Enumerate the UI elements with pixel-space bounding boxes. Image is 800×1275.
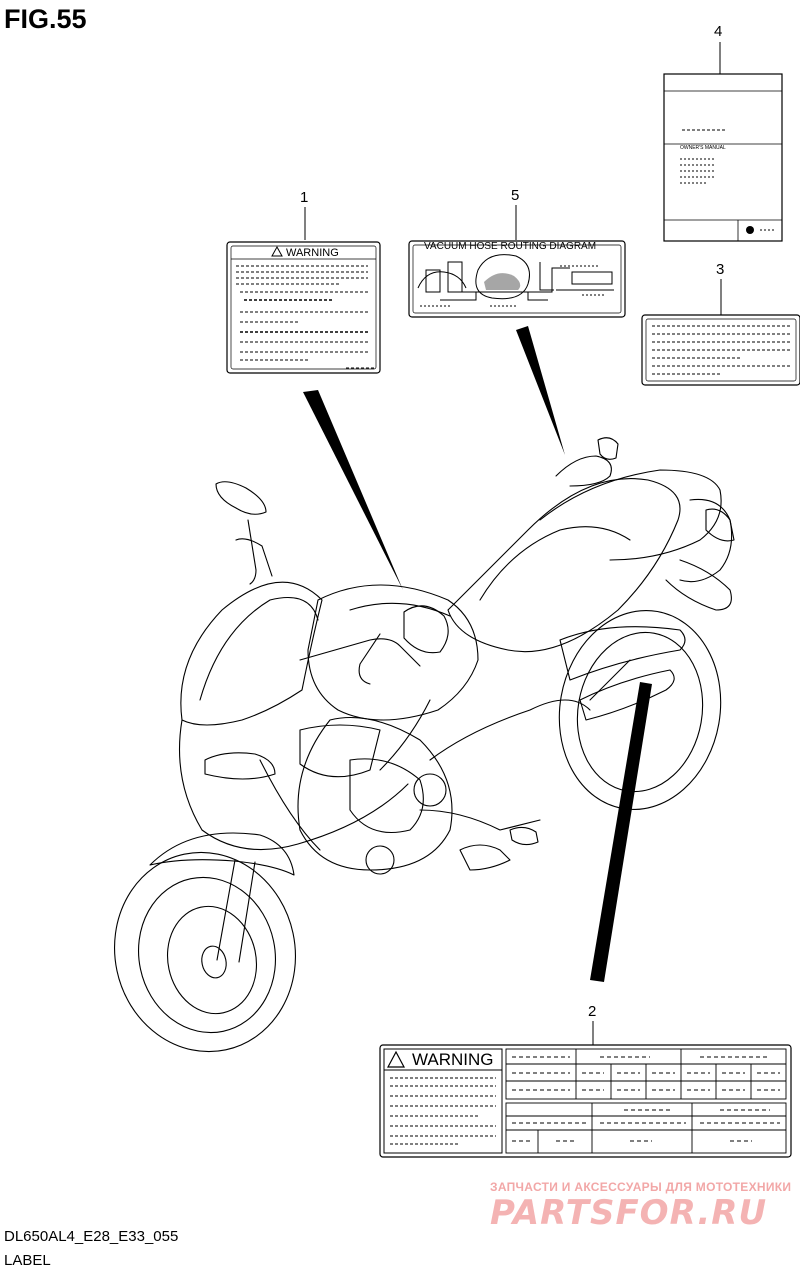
pointer-wedge-1 xyxy=(303,390,403,590)
watermark-logo: PARTSFOR.RU xyxy=(490,1193,768,1233)
watermark-tagline: ЗАПЧАСТИ И АКСЕССУАРЫ ДЛЯ МОТОТЕХНИКИ xyxy=(490,1180,792,1194)
callout-5: 5 xyxy=(511,187,520,204)
warning-triangle-icon xyxy=(271,245,283,257)
owners-manual-heading: OWNER'S MANUAL xyxy=(680,145,726,151)
label-3 xyxy=(641,314,800,386)
warning-label-2 xyxy=(379,1044,792,1158)
pointer-wedge-2 xyxy=(590,682,652,982)
motorcycle-outline xyxy=(113,437,735,1053)
figure-title: FIG.55 xyxy=(4,4,87,34)
vacuum-hose-label-heading: VACUUM HOSE ROUTING DIAGRAM xyxy=(424,241,597,252)
callout-2: 2 xyxy=(588,1003,597,1020)
warning-label-2-heading: WARNING xyxy=(412,1050,494,1069)
callout-4: 4 xyxy=(714,23,723,40)
owners-manual-booklet xyxy=(663,73,783,242)
callout-1: 1 xyxy=(300,189,309,206)
pointer-wedge-5 xyxy=(516,326,565,455)
vacuum-hose-label xyxy=(408,240,626,318)
figure-caption: LABEL xyxy=(4,1252,51,1269)
figure-code: DL650AL4_E28_E33_055 xyxy=(4,1228,179,1245)
brand-logo-icon xyxy=(746,226,754,234)
warning-label-1 xyxy=(226,241,381,374)
callout-3: 3 xyxy=(716,261,725,278)
pointer-wedges xyxy=(303,326,652,982)
warning-label-1-heading: WARNING xyxy=(286,247,339,259)
warning-triangle-icon xyxy=(387,1050,405,1068)
